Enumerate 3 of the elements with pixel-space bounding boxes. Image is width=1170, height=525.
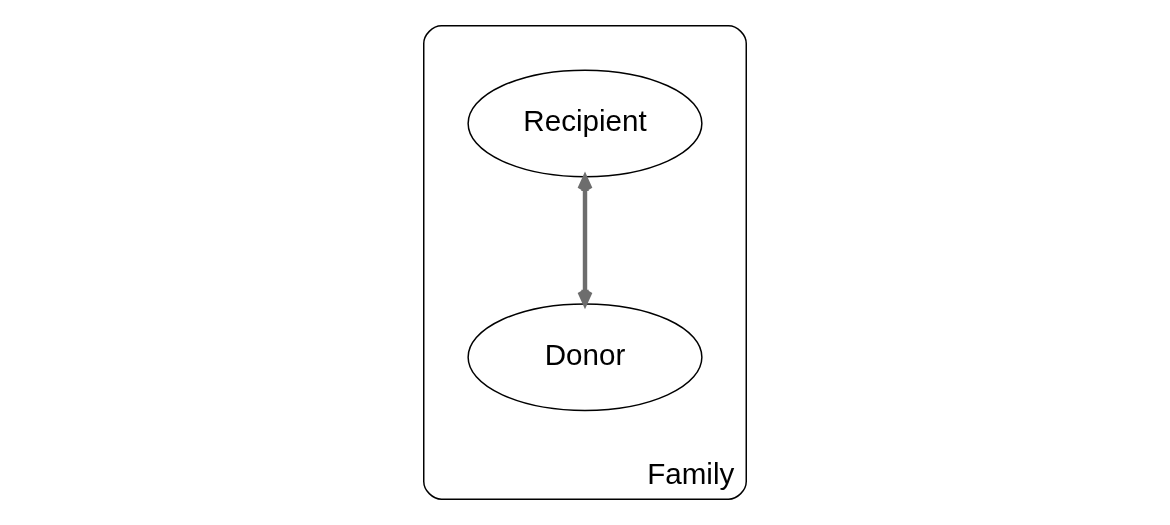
arrow xyxy=(577,174,593,307)
node-ellipse: Donor xyxy=(467,303,703,412)
node-ellipse: Recipient xyxy=(467,69,703,178)
